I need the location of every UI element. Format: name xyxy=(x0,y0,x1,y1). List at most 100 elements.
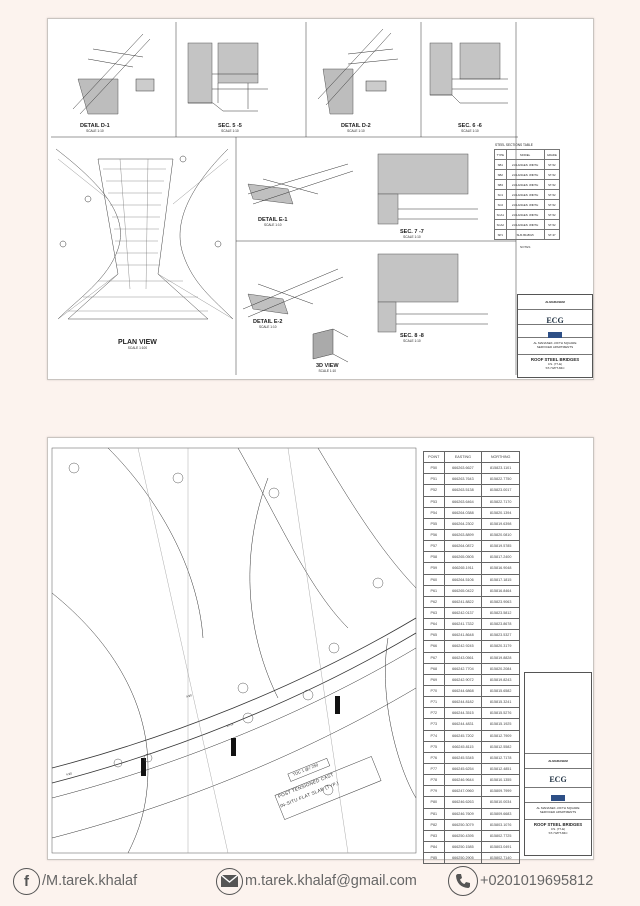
table-cell: P65 xyxy=(423,629,445,642)
table-cell: 815815.1925 xyxy=(481,718,520,731)
table-cell: ST-52 xyxy=(543,179,561,190)
table-cell: ST-52 xyxy=(543,219,561,230)
steel-table-title: STEEL SECTIONS TABLE xyxy=(495,143,533,147)
table-header-row: TYPE MODEL GRADE xyxy=(494,149,561,160)
table-cell: P82 xyxy=(423,818,445,831)
table-cell: 666243.0561 xyxy=(443,651,483,664)
table-cell: ST-52 xyxy=(543,189,561,200)
table-cell: P76 xyxy=(423,751,445,764)
table-cell: 666241.7332 xyxy=(443,618,483,631)
table-cell: P56 xyxy=(423,528,445,542)
table-cell: 815815.6582 xyxy=(481,684,520,698)
table-cell: 815812.7909 xyxy=(481,729,520,742)
table-cell: P50 xyxy=(423,462,445,475)
table-cell: P69 xyxy=(423,673,445,686)
table-cell: 666263.6464 xyxy=(443,495,483,508)
table-cell: 815802.7725 xyxy=(481,829,520,842)
table-cell: 666264.5106 xyxy=(443,573,483,586)
table-cell: 815812.5582 xyxy=(481,740,520,753)
col-header: EASTING xyxy=(443,450,483,464)
table-cell: 815819.8828 xyxy=(481,651,520,664)
project-sub: SERVICED APARTMENTS xyxy=(539,810,577,814)
facebook-handle[interactable]: /M.tarek.khalaf xyxy=(42,873,138,889)
table-cell: 815816.9048 xyxy=(481,562,520,575)
table-cell: 666244.3515 xyxy=(443,707,483,720)
table-cell: 2-FLANGES: WIDTH xyxy=(505,199,545,210)
table-cell: 815809.7999 xyxy=(481,785,520,798)
table-cell: P54 xyxy=(423,506,445,519)
table-cell: SB3 xyxy=(494,179,507,190)
table-cell: 666263.7643 xyxy=(443,473,483,486)
table-cell: P67 xyxy=(423,651,445,664)
col-header: POINT xyxy=(423,450,445,464)
phone-contact[interactable]: +0201019695812 xyxy=(448,864,593,898)
col-header: MODEL xyxy=(505,149,545,160)
table-cell: P75 xyxy=(423,740,445,753)
table-cell: ST-52 xyxy=(543,209,561,220)
col-header: TYPE xyxy=(494,149,507,160)
table-cell: SP1 xyxy=(494,229,507,240)
table-cell: P58 xyxy=(423,551,445,564)
table-cell: P84 xyxy=(423,840,445,854)
table-cell: ST-52 xyxy=(543,169,561,180)
phone-number[interactable]: +0201019695812 xyxy=(480,873,594,889)
table-cell: 666242.9245 xyxy=(443,640,483,653)
table-cell: P52 xyxy=(423,484,445,497)
table-cell: 666264.0872 xyxy=(443,540,483,553)
table-cell: SCA2 xyxy=(494,219,507,230)
drawing-sheet-setting-out-points: 4.90 10.12 4.90 TOC 1 @7 250 POST TENSIO… xyxy=(47,437,594,865)
table-cell: 815817.1815 xyxy=(481,573,520,586)
table-cell: 666245.5345 xyxy=(443,751,483,764)
table-cell: P68 xyxy=(423,662,445,675)
table-cell: 666246.6263 xyxy=(443,796,483,809)
table-cell: 666263.5138 xyxy=(443,484,483,497)
table-cell: 815822.7170 xyxy=(481,495,520,508)
table-cell: 666265.0505 xyxy=(443,551,483,564)
facebook-contact[interactable]: f /M.tarek.khalaf xyxy=(13,864,137,898)
table-cell: 815823.1101 xyxy=(481,462,520,475)
project-sub: SERVICED APARTMENTS xyxy=(536,345,574,349)
table-cell: 815810.0034 xyxy=(481,796,520,809)
table-cell: P73 xyxy=(423,718,445,731)
table-cell: 666242.9072 xyxy=(443,673,483,686)
table-cell: P79 xyxy=(423,785,445,798)
col-header: NORTHING xyxy=(481,450,520,464)
table-cell: 815815.3241 xyxy=(481,696,520,709)
client-logo: ALMARASEM xyxy=(545,300,565,304)
table-cell: P74 xyxy=(423,729,445,742)
table-cell: P57 xyxy=(423,540,445,553)
drawing-sub: CS. (77-E) xyxy=(547,362,563,366)
table-cell: 666250.4395 xyxy=(443,829,483,842)
email-address[interactable]: m.tarek.khalaf@gmail.com xyxy=(245,873,417,889)
email-contact[interactable]: m.tarek.khalaf@gmail.com xyxy=(216,864,417,898)
table-cell: 815823.8678 xyxy=(481,618,520,631)
table-cell: 666246.7609 xyxy=(443,807,483,820)
table-cell: 666247.0960 xyxy=(443,785,483,798)
table-cell: P55 xyxy=(423,517,445,530)
setting-out-linework xyxy=(51,447,417,854)
consultant-logo: ECG xyxy=(549,775,567,784)
table-cell: 666242.0137 xyxy=(443,606,483,620)
table-cell: 666245.6254 xyxy=(443,762,483,776)
